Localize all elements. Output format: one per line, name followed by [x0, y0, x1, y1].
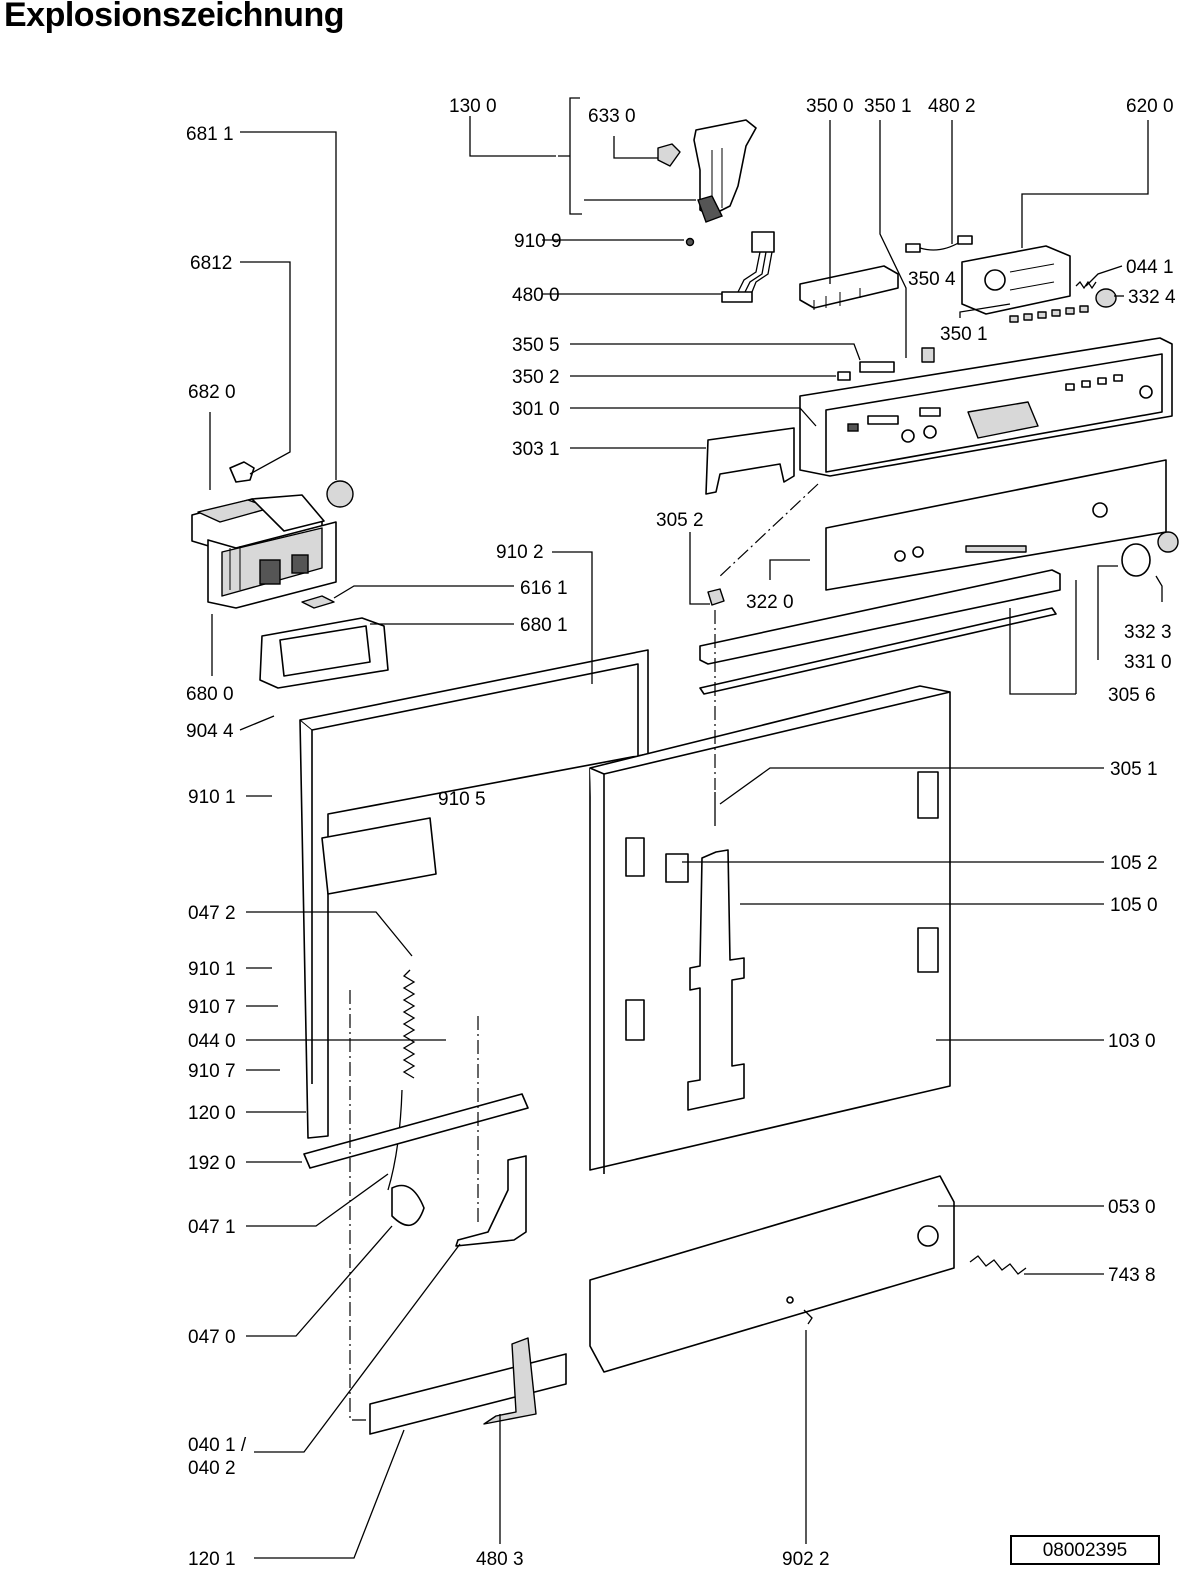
- part-350-5-button-strip: [859, 361, 895, 373]
- page-title: Explosionszeichnung: [4, 0, 344, 34]
- callout-910-7: 910 7: [188, 997, 236, 1018]
- callout-910-2: 910 2: [496, 542, 544, 563]
- part-322-0-front-fascia: [825, 459, 1167, 591]
- callout-301-0: 301 0: [512, 399, 560, 420]
- part-130-0-hinge-group: [657, 119, 757, 223]
- part-120-1-bottom-trim: [369, 1353, 567, 1435]
- part-332-4-small-knob: [1095, 288, 1117, 308]
- callout-305-1: 305 1: [1110, 759, 1158, 780]
- part-047-1-cable: [387, 1089, 403, 1191]
- part-350-0-circuit-board: [799, 265, 899, 310]
- callout-044-0: 044 0: [188, 1031, 236, 1052]
- callout-331-0: 331 0: [1124, 652, 1172, 673]
- callout-053-0: 053 0: [1108, 1197, 1156, 1218]
- callout-904-4: 904 4: [186, 721, 234, 742]
- callout-350-1: 350 1: [864, 96, 912, 117]
- part-680-1-gasket: [259, 617, 389, 689]
- callout-303-1: 303 1: [512, 439, 560, 460]
- callout-350-5: 350 5: [512, 335, 560, 356]
- part-681-1-round-cap: [326, 480, 354, 508]
- callout-120-0: 120 0: [188, 1103, 236, 1124]
- callout-044-1: 044 1: [1126, 257, 1174, 278]
- callout-322-0: 322 0: [746, 592, 794, 613]
- callout-103-0: 103 0: [1108, 1031, 1156, 1052]
- part-120-0-inner-door: [299, 649, 649, 1139]
- callout-305-2: 305 2: [656, 510, 704, 531]
- callout-040-1: 040 1 /: [188, 1435, 247, 1456]
- part-910-9-screw: [685, 237, 695, 247]
- callout-350-2: 350 2: [512, 367, 560, 388]
- callout-047-1: 047 1: [188, 1217, 236, 1238]
- callout-120-1: 120 1: [188, 1549, 236, 1570]
- part-053-0-kick-plate: [589, 1175, 955, 1373]
- callout-105-0: 105 0: [1110, 895, 1158, 916]
- callout-047-0: 047 0: [188, 1327, 236, 1348]
- callout-910-5: 910 5: [438, 789, 486, 810]
- callout-743-8: 743 8: [1108, 1265, 1156, 1286]
- part-680-0-dispenser: [191, 494, 337, 609]
- part-040-bracket: [455, 1155, 527, 1247]
- callout-902-2: 902 2: [782, 1549, 830, 1570]
- callout-480-3: 480 3: [476, 1549, 524, 1570]
- document-number-box: 08002395: [1010, 1535, 1160, 1565]
- callout-350-1-b: 350 1: [940, 324, 988, 345]
- callout-130-0: 130 0: [449, 96, 497, 117]
- part-192-0-rail: [303, 1093, 529, 1169]
- part-047-0-hook: [391, 1184, 425, 1226]
- part-480-3-handle: [483, 1337, 537, 1425]
- callout-620-0: 620 0: [1126, 96, 1174, 117]
- part-301-0-control-panel: [799, 337, 1173, 477]
- part-350-1-button-row: [1009, 305, 1089, 323]
- part-305-6-strips: [699, 569, 1061, 695]
- callout-910-7-b: 910 7: [188, 1061, 236, 1082]
- callout-350-0: 350 0: [806, 96, 854, 117]
- part-105-0-hinge-plate: [687, 849, 745, 1111]
- callout-192-0: 192 0: [188, 1153, 236, 1174]
- leader-lines: [209, 97, 1163, 1559]
- callout-040-2: 040 2: [188, 1458, 236, 1479]
- part-044-0-spring: [402, 969, 416, 1079]
- part-902-2-clip: [803, 1309, 813, 1325]
- part-682-0-clip: [229, 461, 255, 483]
- callout-680-0: 680 0: [186, 684, 234, 705]
- callout-910-1: 910 1: [188, 787, 236, 808]
- callout-6812: 6812: [190, 253, 232, 274]
- part-743-8-spring: [969, 1255, 1027, 1275]
- callout-labels: 130 0 633 0 350 0 350 1 480 2 620 0 681 …: [186, 96, 1176, 1570]
- callout-350-4: 350 4: [908, 269, 956, 290]
- callout-680-1: 680 1: [520, 615, 568, 636]
- callout-105-2: 105 2: [1110, 853, 1158, 874]
- part-103-0-outer-door: [589, 685, 951, 1174]
- part-305-2-mount: [707, 588, 725, 606]
- callout-480-2: 480 2: [928, 96, 976, 117]
- callout-633-0: 633 0: [588, 106, 636, 127]
- part-480-0-wiring: [721, 231, 775, 303]
- part-044-1-spring: [1075, 280, 1097, 290]
- document-number: 08002395: [1042, 1540, 1128, 1561]
- callout-682-0: 682 0: [188, 382, 236, 403]
- part-480-2-cable: [905, 235, 973, 253]
- callout-047-2: 047 2: [188, 903, 236, 924]
- callout-910-9: 910 9: [514, 231, 562, 252]
- callout-332-3: 332 3: [1124, 622, 1172, 643]
- part-303-1-bracket: [705, 427, 795, 495]
- part-105-2-clip: [665, 853, 689, 883]
- part-inner-door-window: [321, 817, 437, 895]
- part-350-4-small-block: [921, 347, 935, 363]
- part-332-3-knob-cap: [1157, 531, 1179, 553]
- callout-332-4: 332 4: [1128, 287, 1176, 308]
- part-331-0-knob: [1121, 543, 1151, 577]
- callout-480-0: 480 0: [512, 285, 560, 306]
- callout-681-1: 681 1: [186, 124, 234, 145]
- part-620-0-control-module: [961, 245, 1071, 315]
- part-350-2-button: [837, 371, 851, 381]
- callout-910-1-b: 910 1: [188, 959, 236, 980]
- alignment-line: [717, 483, 819, 579]
- alignment-line: [349, 990, 370, 1421]
- part-616-1-small-piece: [301, 595, 335, 609]
- callout-616-1: 616 1: [520, 578, 568, 599]
- callout-305-6: 305 6: [1108, 685, 1156, 706]
